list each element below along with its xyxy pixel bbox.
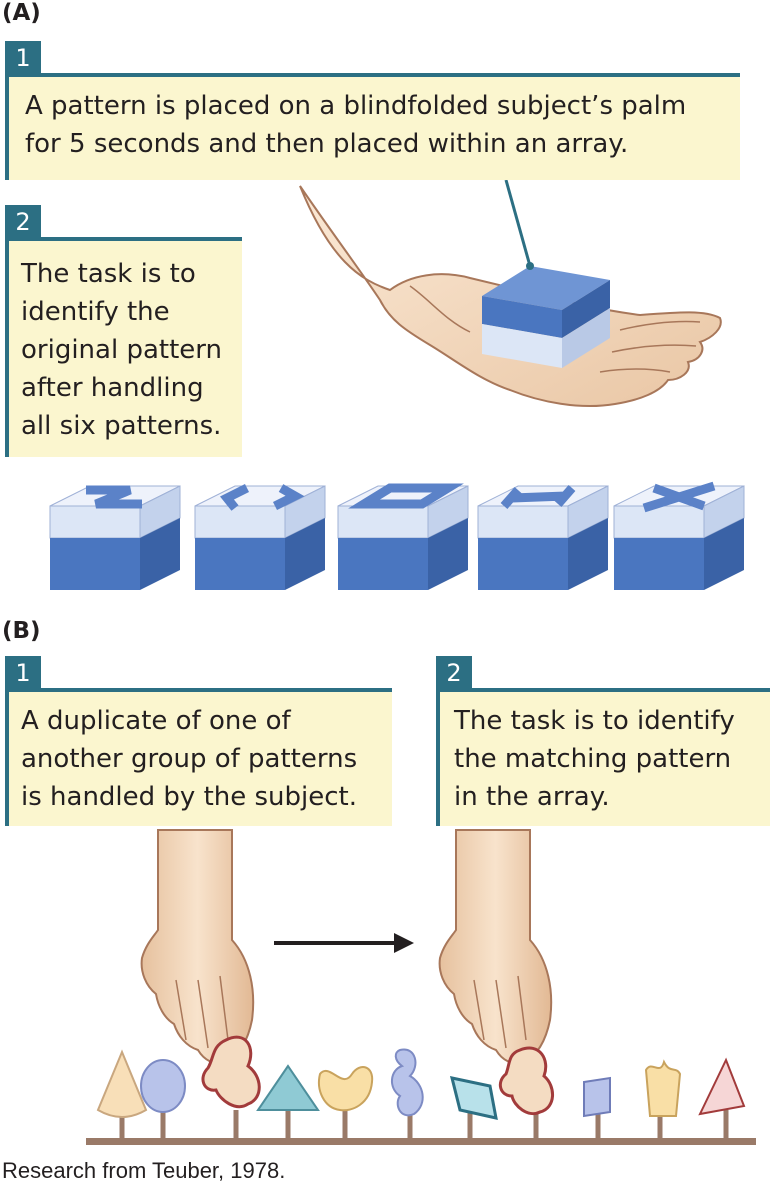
instruction-line: The task is to [21, 259, 196, 289]
instruction-line: in the array. [454, 782, 610, 812]
cone-shape [96, 1049, 148, 1118]
pattern-block-3 [337, 483, 469, 590]
hand-illustration-b-right [438, 829, 553, 1065]
pattern-block-1 [49, 485, 181, 590]
pattern-block-on-palm [482, 179, 610, 368]
step-divider-a1 [5, 73, 740, 77]
pyramid-shape [698, 1057, 746, 1116]
wavy-shape [391, 1048, 424, 1117]
instruction-box-a2: The task is to identify the original pat… [5, 241, 242, 457]
shape-array-b [86, 1035, 756, 1145]
step-number-a2: 2 [5, 205, 41, 239]
instruction-box-a1: A pattern is placed on a blindfolded sub… [5, 77, 740, 180]
instruction-line: all six patterns. [21, 411, 222, 441]
right-arrow-icon [274, 933, 414, 953]
source-caption: Research from Teuber, 1978. [2, 1158, 286, 1183]
quad-shape [449, 1076, 498, 1120]
notched-shape [644, 1059, 682, 1117]
instruction-line: original pattern [21, 335, 222, 365]
instruction-line: The task is to identify [454, 706, 735, 736]
instruction-line: for 5 seconds and then placed within an … [25, 129, 629, 159]
disc-shape [140, 1059, 186, 1113]
hand-illustration-b-left [140, 829, 255, 1065]
instruction-line: the matching pattern [454, 744, 732, 774]
instruction-line: A pattern is placed on a blindfolded sub… [25, 91, 687, 121]
instruction-line: identify the [21, 297, 170, 327]
step-number-b2: 2 [436, 656, 472, 690]
step-number-a1: 1 [5, 41, 41, 75]
pattern-block-4 [477, 485, 609, 590]
instruction-line: after handling [21, 373, 204, 403]
instruction-line: another group of patterns [21, 744, 358, 774]
instruction-box-b2: The task is to identify the matching pat… [436, 692, 770, 826]
square-shape [583, 1076, 611, 1118]
triangle-shape [256, 1064, 320, 1111]
panel-b-label: (B) [2, 618, 41, 644]
pattern-block-5 [613, 481, 745, 590]
pattern-array-a [49, 481, 745, 590]
pattern-block-2 [194, 483, 326, 590]
step-divider-a2 [5, 237, 242, 241]
instruction-line: A duplicate of one of [21, 706, 291, 736]
crescent-shape [318, 1066, 374, 1112]
instruction-line: is handled by the subject. [21, 782, 358, 812]
irregular-shape-held [201, 1035, 261, 1109]
step-number-b1: 1 [5, 656, 41, 690]
irregular-shape-match [498, 1046, 554, 1115]
step-divider-b1 [5, 688, 392, 692]
step-divider-b2 [436, 688, 770, 692]
panel-a-label: (A) [2, 0, 41, 26]
instruction-box-b1: A duplicate of one of another group of p… [5, 692, 392, 826]
